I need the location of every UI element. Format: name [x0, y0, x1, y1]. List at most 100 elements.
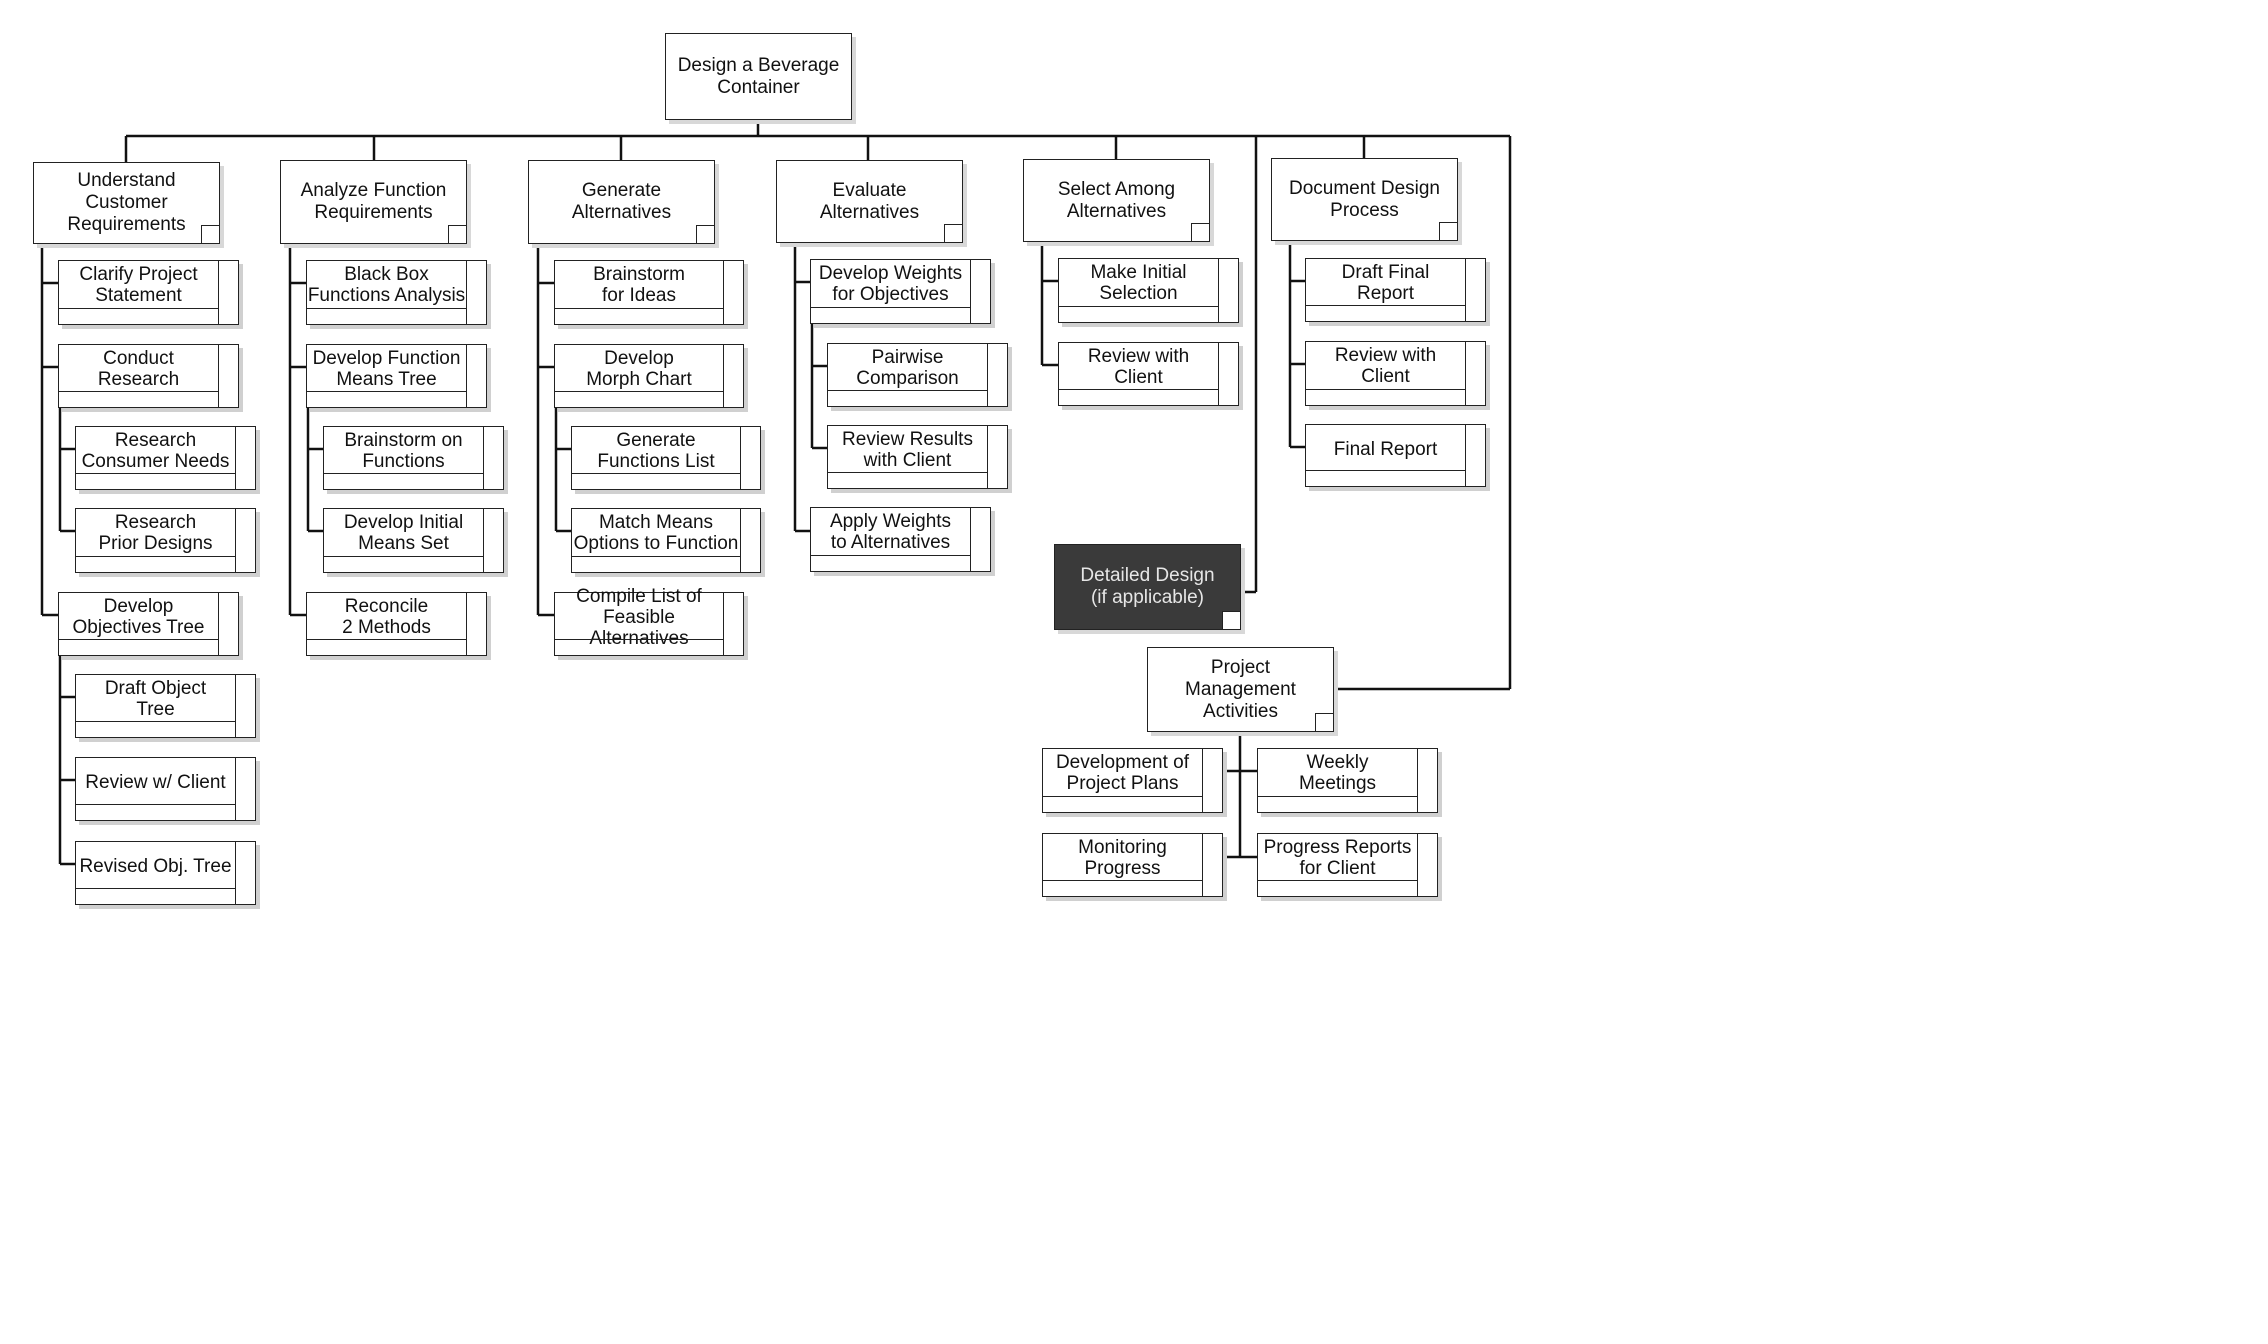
- task-label: Apply Weights to Alternatives: [829, 511, 952, 553]
- task-strip: [555, 639, 723, 655]
- phase-analyze: Analyze Function Requirements: [280, 160, 467, 244]
- node-corner: [1222, 611, 1240, 629]
- task-label: Review with Client: [1334, 345, 1437, 387]
- task-strip: [1258, 880, 1417, 896]
- phase-label: Analyze Function Requirements: [300, 180, 447, 223]
- task-strip: [324, 556, 483, 572]
- task-label: Review w/ Client: [85, 771, 226, 793]
- task-develop-objectives-tree: Develop Objectives Tree: [58, 592, 239, 656]
- task-label: Reconcile 2 Methods: [342, 596, 431, 638]
- task-strip: [59, 308, 218, 324]
- task-label: Review Results with Client: [842, 429, 973, 471]
- task-label: Clarify Project Statement: [79, 264, 198, 306]
- task-brainstorm-on-functions: Brainstorm on Functions: [323, 426, 504, 490]
- phase-evaluate: Evaluate Alternatives: [776, 160, 963, 243]
- task-match-means-options: Match Means Options to Function: [571, 508, 761, 573]
- phase-label: Generate Alternatives: [571, 180, 672, 223]
- task-select-review-with-client: Review with Client: [1058, 342, 1239, 406]
- task-strip: [555, 308, 723, 324]
- task-strip: [811, 307, 970, 323]
- task-develop-initial-means-set: Develop Initial Means Set: [323, 508, 504, 573]
- node-corner: [1439, 222, 1457, 240]
- task-side: [235, 758, 255, 820]
- task-side: [218, 345, 238, 407]
- task-side: [723, 345, 743, 407]
- task-generate-functions-list: Generate Functions List: [571, 426, 761, 490]
- task-label: Pairwise Comparison: [856, 347, 959, 389]
- task-draft-final-report: Draft Final Report: [1305, 258, 1486, 322]
- task-side: [235, 509, 255, 572]
- project-management-label: Project Management Activities: [1185, 656, 1296, 722]
- task-side: [1218, 259, 1238, 322]
- phase-document: Document Design Process: [1271, 158, 1458, 241]
- task-label: Make Initial Selection: [1090, 262, 1187, 304]
- task-side: [466, 261, 486, 324]
- task-strip: [572, 556, 740, 572]
- task-label: Research Prior Designs: [98, 512, 213, 554]
- connector-lines: [40, 120, 1512, 866]
- task-label: Develop Morph Chart: [586, 348, 692, 390]
- node-corner: [696, 225, 714, 243]
- task-strip: [307, 639, 466, 655]
- task-develop-function-means-tree: Develop Function Means Tree: [306, 344, 487, 408]
- task-label: Monitoring Progress: [1078, 837, 1167, 879]
- phase-select: Select Among Alternatives: [1023, 159, 1210, 242]
- task-compile-feasible-alternatives: Compile List of Feasible Alternatives: [554, 585, 744, 656]
- task-final-report: Final Report: [1305, 424, 1486, 487]
- task-label: Match Means Options to Function: [573, 512, 739, 554]
- task-label: Black Box Functions Analysis: [307, 264, 466, 306]
- task-strip: [307, 391, 466, 407]
- task-strip: [555, 391, 723, 407]
- task-label: Conduct Research: [97, 348, 180, 390]
- task-apply-weights: Apply Weights to Alternatives: [810, 507, 991, 572]
- phase-label: Evaluate Alternatives: [819, 179, 920, 223]
- task-review-with-client: Review w/ Client: [75, 757, 256, 821]
- task-side: [1465, 425, 1485, 486]
- task-label: Develop Weights for Objectives: [818, 263, 963, 305]
- task-strip: [59, 391, 218, 407]
- task-research-consumer-needs: Research Consumer Needs: [75, 426, 256, 490]
- task-strip: [1306, 470, 1465, 486]
- task-label: Final Report: [1333, 438, 1438, 460]
- node-corner: [448, 225, 466, 243]
- node-corner: [944, 224, 962, 242]
- task-strip: [76, 556, 235, 572]
- task-review-results-with-client: Review Results with Client: [827, 425, 1008, 489]
- project-management-node: Project Management Activities: [1147, 647, 1334, 732]
- task-label: Progress Reports for Client: [1263, 837, 1412, 879]
- task-strip: [324, 473, 483, 489]
- task-draft-object-tree: Draft Object Tree: [75, 674, 256, 738]
- task-weekly-meetings: Weekly Meetings: [1257, 748, 1438, 813]
- task-strip: [572, 473, 740, 489]
- task-side: [1465, 342, 1485, 405]
- node-corner: [201, 225, 219, 243]
- task-develop-morph-chart: Develop Morph Chart: [554, 344, 744, 408]
- task-side: [970, 260, 990, 323]
- task-strip: [1306, 305, 1465, 321]
- task-revised-obj-tree: Revised Obj. Tree: [75, 841, 256, 905]
- task-strip: [811, 555, 970, 571]
- task-side: [740, 427, 760, 489]
- task-side: [218, 593, 238, 655]
- task-label: Draft Object Tree: [104, 678, 207, 720]
- task-label: Review with Client: [1087, 346, 1190, 388]
- task-strip: [76, 804, 235, 820]
- task-side: [466, 345, 486, 407]
- phase-label: Understand Customer Requirements: [67, 170, 186, 235]
- task-strip: [1306, 389, 1465, 405]
- phase-label: Select Among Alternatives: [1057, 178, 1176, 222]
- task-strip: [828, 472, 987, 488]
- task-side: [723, 261, 743, 324]
- task-development-of-project-plans: Development of Project Plans: [1042, 748, 1223, 813]
- task-strip: [307, 308, 466, 324]
- task-black-box-functions-analysis: Black Box Functions Analysis: [306, 260, 487, 325]
- task-label: Compile List of Feasible Alternatives: [576, 585, 702, 649]
- task-side: [723, 593, 743, 655]
- task-side: [483, 509, 503, 572]
- task-label: Revised Obj. Tree: [79, 855, 232, 877]
- task-side: [1202, 749, 1222, 812]
- task-strip: [76, 721, 235, 737]
- task-strip: [76, 473, 235, 489]
- task-strip: [59, 639, 218, 655]
- task-side: [218, 261, 238, 324]
